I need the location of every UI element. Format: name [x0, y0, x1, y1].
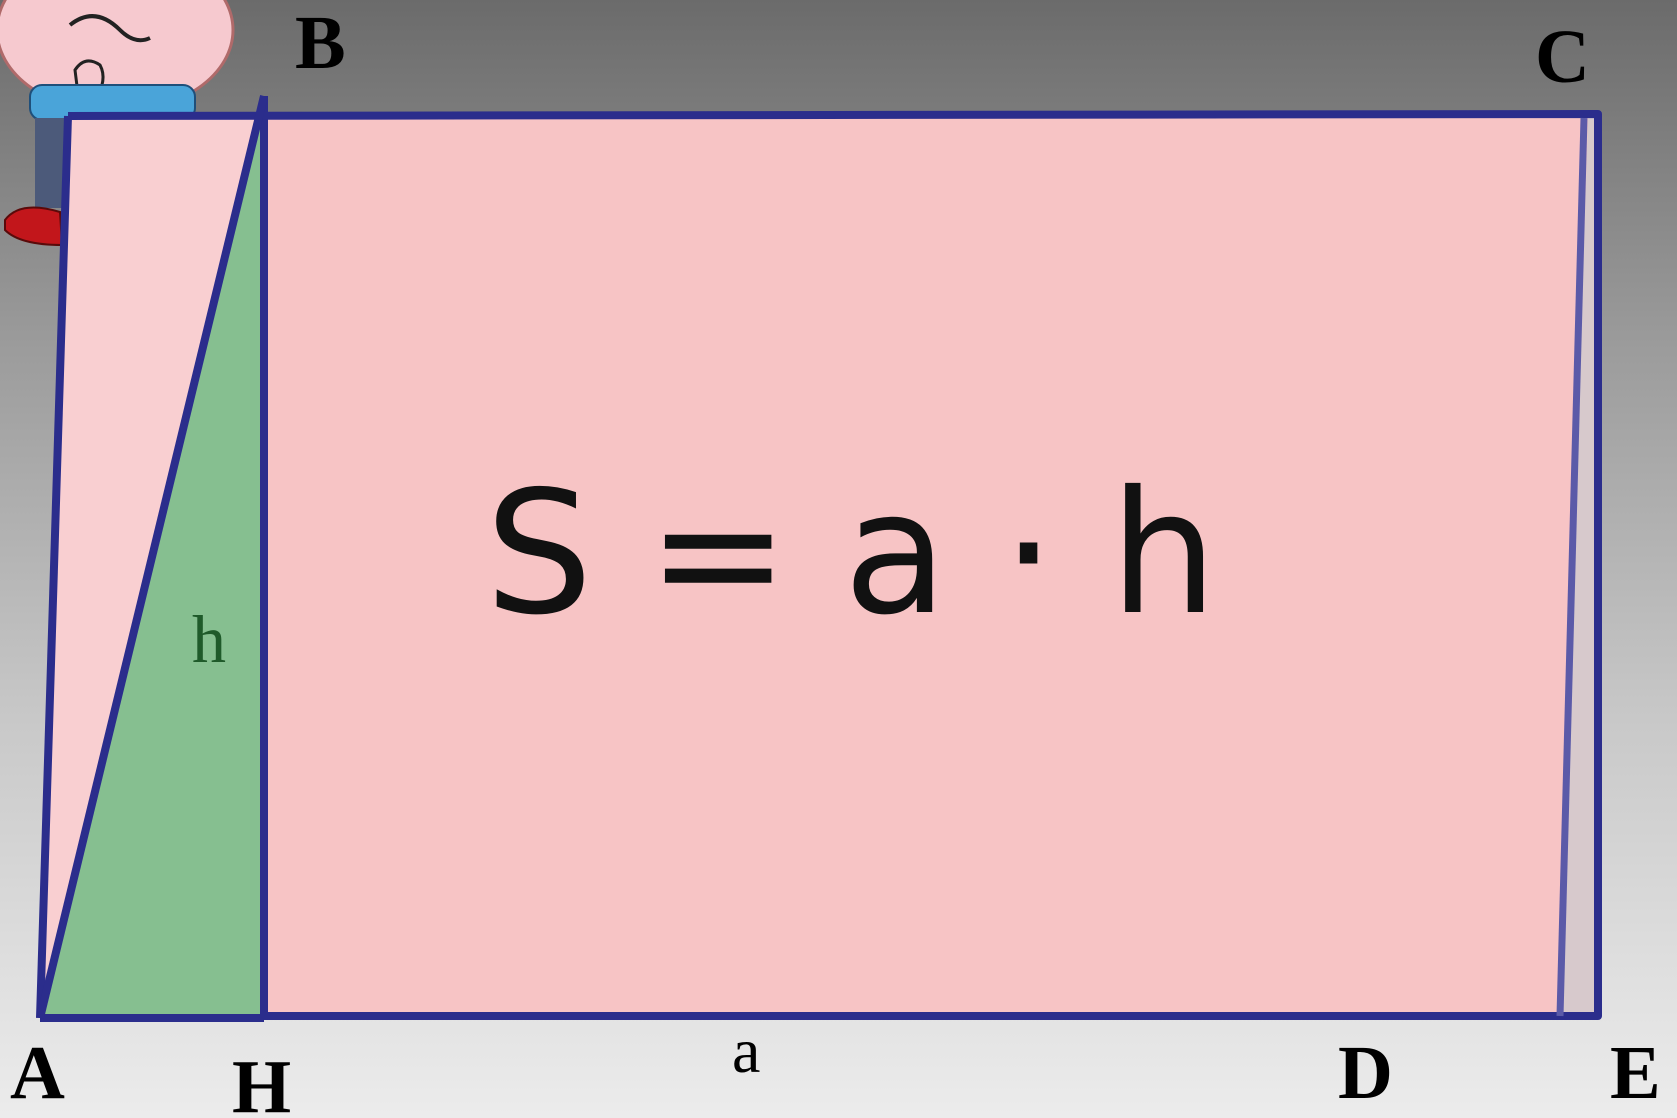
rectangle-area — [262, 114, 1598, 1016]
height-label: h — [192, 601, 226, 677]
point-label-a: A — [10, 1031, 65, 1115]
area-formula: S = a · h — [485, 455, 1217, 653]
base-label: a — [732, 1015, 760, 1086]
point-label-h: H — [232, 1045, 291, 1118]
point-label-b: B — [295, 1, 346, 85]
point-label-e: E — [1610, 1031, 1661, 1115]
point-label-c: C — [1535, 15, 1590, 99]
point-label-d: D — [1338, 1031, 1393, 1115]
figure-outlines — [36, 95, 1602, 1022]
